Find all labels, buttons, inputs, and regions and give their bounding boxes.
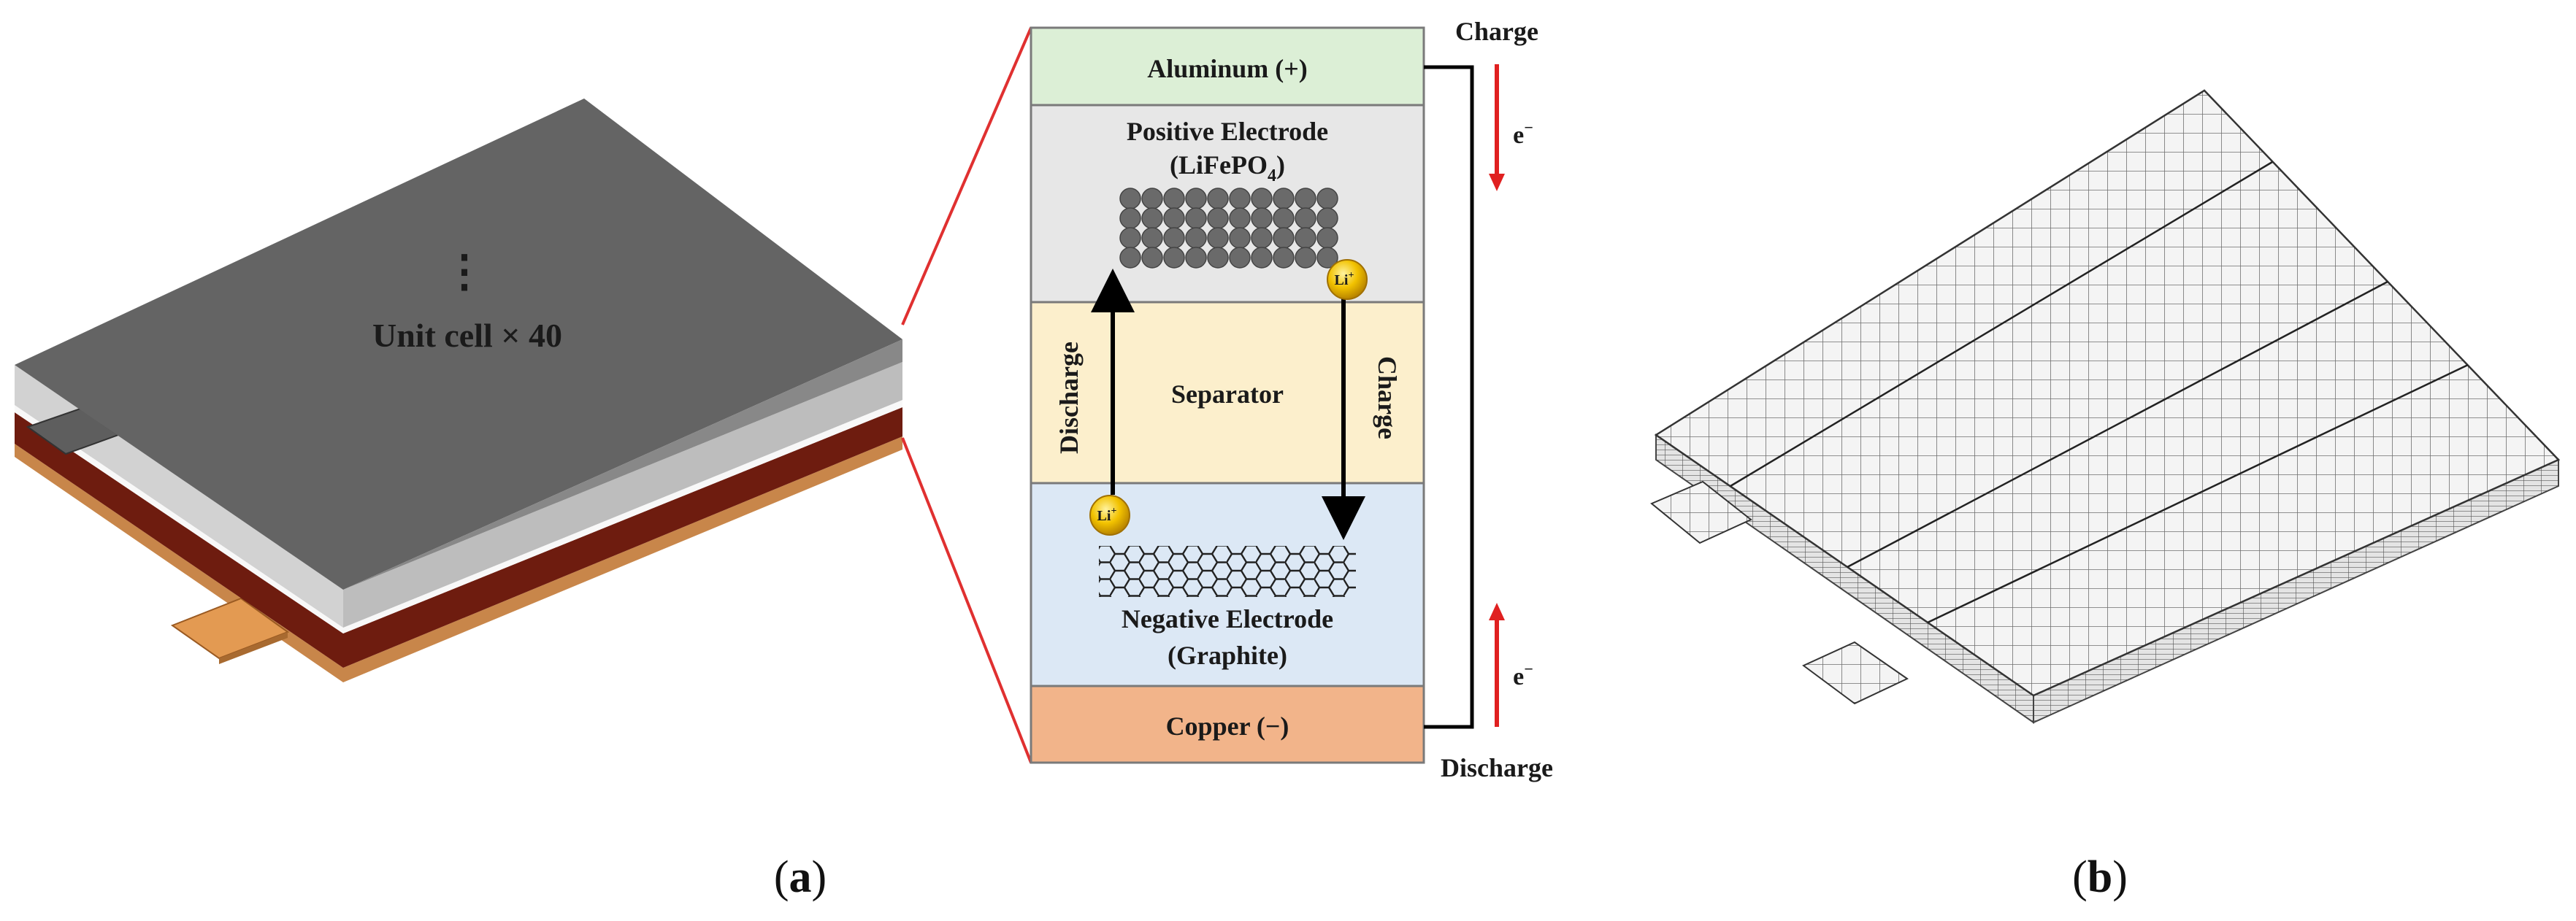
lifepo4-particle bbox=[1229, 247, 1251, 269]
lifepo4-particle bbox=[1273, 247, 1295, 269]
lifepo4-particle bbox=[1316, 207, 1338, 229]
discharge-label: Discharge bbox=[1441, 753, 1553, 782]
positive-electrode-formula: (LiFePO4) bbox=[1170, 150, 1285, 185]
unit-cell-label: Unit cell × 40 bbox=[372, 317, 562, 354]
lifepo4-particle bbox=[1119, 227, 1141, 249]
charge-arrow-label: Charge bbox=[1373, 356, 1402, 439]
charge-label: Charge bbox=[1455, 17, 1538, 46]
lifepo4-particle bbox=[1295, 227, 1316, 249]
lifepo4-particle bbox=[1273, 207, 1295, 229]
pouch-grey-layer-side bbox=[343, 362, 902, 628]
lifepo4-particle bbox=[1207, 247, 1229, 269]
mesh-seam-1 bbox=[1730, 161, 2273, 488]
caption-a: (a) bbox=[774, 852, 827, 902]
lifepo4-particle bbox=[1185, 247, 1207, 269]
copper-label: Copper (−) bbox=[1166, 712, 1289, 741]
stack-dots: ⋮ bbox=[442, 247, 486, 296]
mesh-top-face bbox=[1654, 89, 2561, 697]
pouch-bottom-copper-layer bbox=[15, 436, 902, 682]
lifepo4-particle bbox=[1295, 188, 1316, 209]
discharge-arrow-label: Discharge bbox=[1054, 342, 1084, 454]
mesh-seam-3 bbox=[1927, 363, 2469, 624]
lifepo4-particle bbox=[1185, 188, 1207, 209]
separator-label: Separator bbox=[1171, 379, 1284, 409]
li-ion-top: Li+ bbox=[1327, 259, 1368, 300]
zoom-line-bottom bbox=[901, 437, 1032, 763]
lifepo4-particle bbox=[1185, 227, 1207, 249]
separator-layer bbox=[1030, 301, 1425, 485]
electron-arrow-bottom-head bbox=[1489, 603, 1505, 620]
lifepo4-particle bbox=[1229, 227, 1251, 249]
lifepo4-particle bbox=[1251, 207, 1273, 229]
lifepo4-particle bbox=[1141, 188, 1163, 209]
lifepo4-particle bbox=[1229, 207, 1251, 229]
lifepo4-particle bbox=[1141, 227, 1163, 249]
cell-schematic: Aluminum (+) Positive Electrode (LiFePO4… bbox=[1030, 17, 1553, 782]
external-circuit-wire bbox=[1424, 65, 1474, 729]
mesh-tab-left bbox=[1650, 480, 1752, 544]
caption-b: (b) bbox=[2072, 852, 2128, 902]
lifepo4-particle bbox=[1207, 188, 1229, 209]
graphite-lattice bbox=[1099, 546, 1356, 597]
lifepo4-particle bbox=[1251, 227, 1273, 249]
lifepo4-particle bbox=[1316, 247, 1338, 269]
lifepo4-particles bbox=[1119, 188, 1338, 269]
pouch-top-edge bbox=[343, 339, 902, 590]
aluminum-layer bbox=[1030, 26, 1425, 107]
zoom-line-top bbox=[901, 27, 1032, 325]
pouch-red-layer bbox=[15, 407, 902, 668]
pouch-cell-3d: ⋮ Unit cell × 40 bbox=[15, 99, 902, 682]
positive-electrode-label: Positive Electrode bbox=[1127, 117, 1328, 146]
lifepo4-particle bbox=[1119, 188, 1141, 209]
li-ion-bottom-label: Li+ bbox=[1097, 506, 1117, 524]
negative-electrode-material: (Graphite) bbox=[1168, 641, 1287, 670]
lifepo4-particle bbox=[1119, 207, 1141, 229]
li-ion-top-sphere bbox=[1327, 259, 1368, 300]
lifepo4-particle bbox=[1185, 207, 1207, 229]
li-ion-top-label: Li+ bbox=[1335, 270, 1354, 288]
lifepo4-particle bbox=[1163, 227, 1185, 249]
lifepo4-particle bbox=[1251, 247, 1273, 269]
lifepo4-particle bbox=[1273, 188, 1295, 209]
copper-layer bbox=[1030, 685, 1425, 764]
lifepo4-particle bbox=[1141, 207, 1163, 229]
aluminum-label: Aluminum (+) bbox=[1147, 54, 1308, 83]
lifepo4-particle bbox=[1229, 188, 1251, 209]
lifepo4-particle bbox=[1141, 247, 1163, 269]
lifepo4-particle bbox=[1295, 247, 1316, 269]
lifepo4-particle bbox=[1119, 247, 1141, 269]
electron-label-top: e− bbox=[1513, 118, 1533, 149]
lifepo4-particle bbox=[1207, 227, 1229, 249]
lifepo4-particle bbox=[1163, 247, 1185, 269]
mesh-tab-bottom bbox=[1802, 641, 1909, 705]
lifepo4-particle bbox=[1163, 188, 1185, 209]
electron-label-bottom: e− bbox=[1513, 660, 1533, 690]
lifepo4-particle bbox=[1207, 207, 1229, 229]
li-ion-bottom-sphere bbox=[1089, 495, 1130, 536]
lifepo4-particle bbox=[1163, 207, 1185, 229]
lifepo4-particle bbox=[1295, 207, 1316, 229]
mesh-model-3d bbox=[1650, 89, 2561, 724]
pouch-top-face bbox=[15, 99, 902, 590]
lifepo4-particle bbox=[1316, 188, 1338, 209]
pouch-copper-tab-edge bbox=[219, 632, 288, 664]
mesh-seam-2 bbox=[1847, 280, 2388, 569]
lifepo4-particle bbox=[1316, 227, 1338, 249]
negative-electrode-label: Negative Electrode bbox=[1122, 604, 1333, 633]
lifepo4-particle bbox=[1273, 227, 1295, 249]
pouch-white-layer bbox=[15, 400, 902, 633]
electron-arrow-top-head bbox=[1489, 174, 1505, 191]
lifepo4-particle bbox=[1251, 188, 1273, 209]
li-ion-bottom: Li+ bbox=[1089, 495, 1130, 536]
